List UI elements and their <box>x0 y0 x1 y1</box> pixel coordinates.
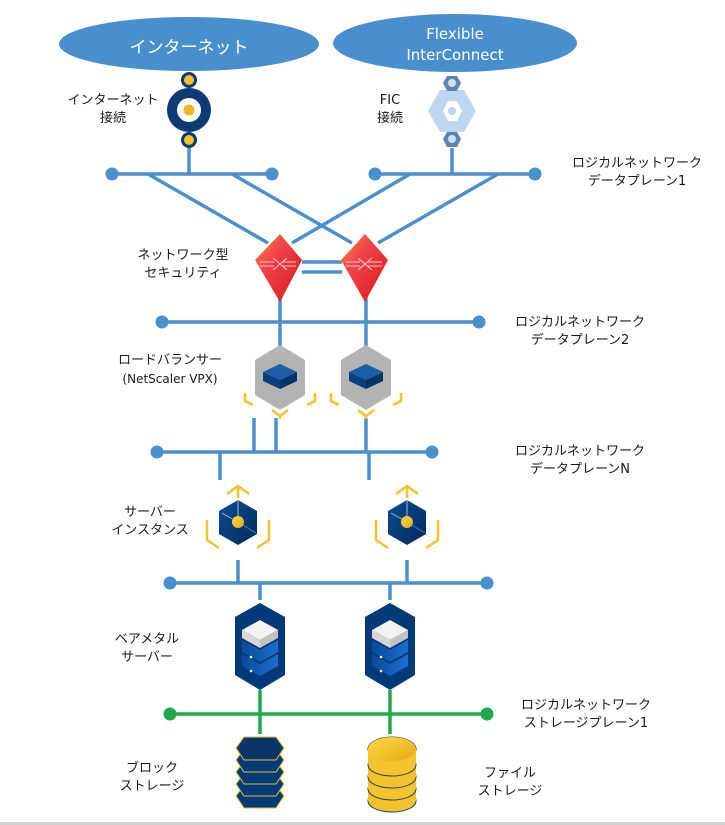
fic-cloud-label-line1: Flexible <box>426 25 484 43</box>
internet-cloud <box>59 17 319 71</box>
security-label: ネットワーク型 セキュリティ <box>118 247 248 283</box>
load-balancer-icon[interactable] <box>329 345 403 419</box>
block-storage-label-line2: ストレージ <box>119 779 185 794</box>
fic-gateway-icon[interactable] <box>428 76 476 147</box>
file-storage-label: ファイル ストレージ <box>460 765 560 801</box>
firewall-icon[interactable] <box>255 234 302 302</box>
baremetal-server-icon[interactable] <box>365 603 415 690</box>
server-instance-icon[interactable] <box>205 484 271 550</box>
firewall-icon[interactable] <box>341 234 388 302</box>
baremetal-label: ベアメタル サーバー <box>102 631 192 667</box>
load-balancer-icon[interactable] <box>243 345 317 419</box>
storage-plane-1-label-line1: ロジカルネットワーク <box>520 698 651 713</box>
data-plane-n-label-line1: ロジカルネットワーク <box>514 444 645 459</box>
fic-cloud-label-line2: InterConnect <box>406 46 504 64</box>
block-storage-label-line1: ブロック <box>125 761 178 776</box>
data-plane-n-label-line2: データプレーンN <box>529 462 631 477</box>
internet-cloud-label: インターネット <box>129 38 249 58</box>
block-storage-label: ブロック ストレージ <box>107 760 197 796</box>
fic-cloud-label: Flexible InterConnect <box>333 24 577 66</box>
baremetal-label-line2: サーバー <box>121 650 173 665</box>
storage-plane-1-label-line2: ストレージプレーン1 <box>523 716 649 731</box>
security-label-line1: ネットワーク型 <box>137 248 229 263</box>
load-balancer-label-line1: ロードバランサー <box>117 353 222 368</box>
data-plane-2-label-line2: データプレーン2 <box>530 333 630 348</box>
fic-connection-label: FIC 接続 <box>365 92 415 128</box>
file-storage-icon[interactable] <box>367 736 417 813</box>
block-storage-icon[interactable] <box>235 736 285 809</box>
storage-endpoints <box>163 707 494 721</box>
file-storage-label-line1: ファイル <box>483 766 536 781</box>
data-plane-1-label: ロジカルネットワーク データプレーン1 <box>552 155 722 191</box>
data-plane-1-label-line2: データプレーン1 <box>587 174 687 189</box>
bottom-border <box>0 822 725 825</box>
data-plane-2-label-line1: ロジカルネットワーク <box>514 315 645 330</box>
storage-lines <box>170 690 487 734</box>
security-label-line2: セキュリティ <box>144 266 222 281</box>
file-storage-label-line2: ストレージ <box>477 784 543 799</box>
internet-connection-label-line1: インターネット <box>67 93 159 108</box>
server-instance-label: サーバー インスタンス <box>100 504 200 540</box>
data-plane-n-label: ロジカルネットワーク データプレーンN <box>495 443 665 479</box>
server-instance-label-line1: サーバー <box>124 505 176 520</box>
server-instance-label-line2: インスタンス <box>111 523 189 538</box>
network-endpoints <box>105 167 542 590</box>
storage-plane-1-label: ロジカルネットワーク ストレージプレーン1 <box>496 697 676 733</box>
internet-connection-label: インターネット 接続 <box>52 92 174 128</box>
data-plane-2-label: ロジカルネットワーク データプレーン2 <box>495 314 665 350</box>
load-balancer-label: ロードバランサー (NetScaler VPX) <box>100 352 240 388</box>
network-lines <box>112 145 535 600</box>
internet-gateway-icon[interactable] <box>167 72 211 148</box>
internet-connection-label-line2: 接続 <box>99 111 126 126</box>
baremetal-server-icon[interactable] <box>235 603 285 690</box>
fic-connection-label-line1: FIC <box>379 93 401 108</box>
data-plane-1-label-line1: ロジカルネットワーク <box>571 156 702 171</box>
fic-cloud <box>333 14 577 72</box>
fic-connection-label-line2: 接続 <box>376 111 403 126</box>
load-balancer-label-line2: (NetScaler VPX) <box>122 372 218 386</box>
server-instance-icon[interactable] <box>374 484 440 550</box>
baremetal-label-line1: ベアメタル <box>114 632 180 647</box>
